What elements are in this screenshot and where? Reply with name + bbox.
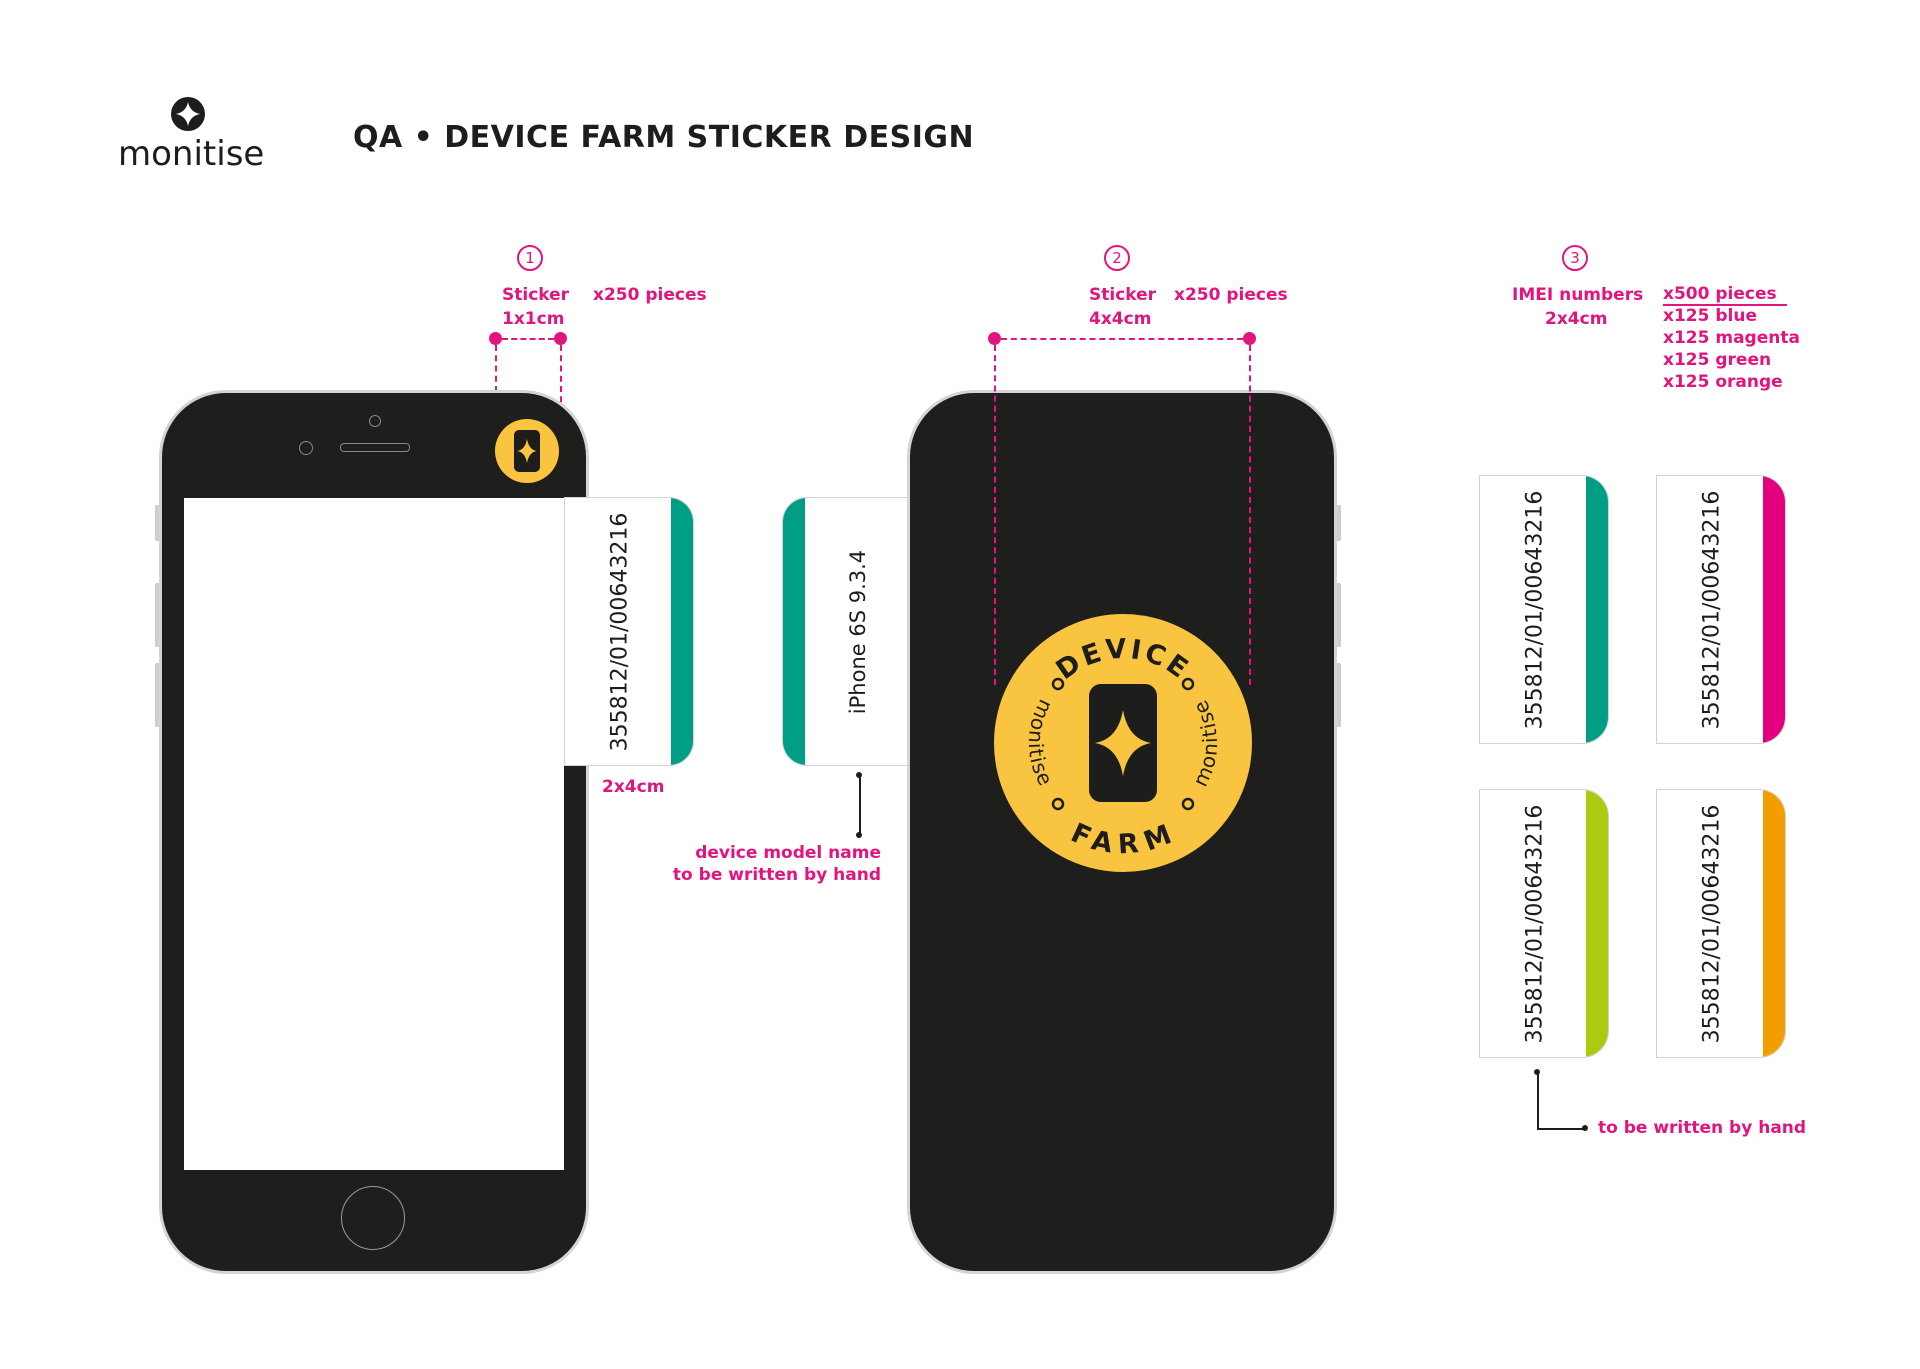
- dimension-dot: [1243, 332, 1256, 345]
- imei-sticker-orange: 355812/01/00643216: [1657, 790, 1785, 1057]
- dimension-dot: [489, 332, 502, 345]
- step-2-quantity: x250 pieces: [1174, 285, 1288, 305]
- tab-color-stripe: [1586, 790, 1608, 1057]
- star-icon: [1095, 710, 1151, 776]
- earpiece-speaker: [340, 443, 410, 452]
- device-farm-badge: DEVICE FARM monitise monitise: [994, 614, 1252, 872]
- model-note-leader: [859, 775, 861, 835]
- step-3-breakdown-blue: x125 blue: [1663, 306, 1757, 326]
- badge-graphic: DEVICE FARM monitise monitise: [994, 614, 1252, 872]
- imei-number: 355812/01/00643216: [1522, 804, 1548, 1043]
- dimension-guide: [495, 345, 497, 433]
- badge-dot: [1181, 797, 1195, 811]
- imei-number: 355812/01/00643216: [1699, 490, 1725, 729]
- brand-logo: monitise: [118, 96, 264, 176]
- step-3-breakdown-green: x125 green: [1663, 350, 1772, 370]
- badge-dot: [1051, 797, 1065, 811]
- step-2-number: 2: [1104, 245, 1130, 271]
- leader-endpoint: [1582, 1125, 1588, 1131]
- tab-color-stripe: [671, 498, 693, 765]
- dimension-line: [502, 338, 554, 340]
- model-tab: iPhone 6S 9.3.4: [783, 498, 913, 765]
- model-note-line1: device model name: [695, 843, 881, 863]
- imei-tab-front: 355812/01/00643216: [565, 498, 693, 765]
- phone-side-button: [155, 505, 161, 541]
- badge-dot: [1181, 677, 1195, 691]
- home-button: [341, 1186, 405, 1250]
- device-model: iPhone 6S 9.3.4: [846, 549, 870, 714]
- dimension-guide: [1249, 345, 1251, 685]
- proximity-sensor: [299, 441, 313, 455]
- step-3-size: 2x4cm: [1545, 309, 1608, 329]
- step-2-size: 4x4cm: [1089, 309, 1152, 329]
- tab-color-stripe: [1763, 790, 1785, 1057]
- tab-color-stripe: [1763, 476, 1785, 743]
- dimension-dot: [988, 332, 1001, 345]
- imei-note-leader: [1537, 1072, 1587, 1130]
- phone-side-button: [1335, 505, 1341, 541]
- step-1-number: 1: [517, 245, 543, 271]
- step-3-quantity: x500 pieces: [1663, 284, 1787, 306]
- brand-name: monitise: [118, 134, 265, 174]
- imei-sticker-green: 355812/01/00643216: [1480, 790, 1608, 1057]
- phone-side-button: [1335, 583, 1341, 647]
- dimension-guide: [994, 345, 996, 685]
- step-3-breakdown-magenta: x125 magenta: [1663, 328, 1800, 348]
- step-3-number: 3: [1562, 245, 1588, 271]
- device-logo-icon: [514, 430, 540, 472]
- front-camera: [369, 415, 381, 427]
- dimension-line: [1001, 338, 1243, 340]
- phone-side-button: [1335, 663, 1341, 727]
- tab-size-label: 2x4cm: [602, 777, 665, 797]
- leader-endpoint: [856, 832, 862, 838]
- imei-number: 355812/01/00643216: [607, 512, 633, 751]
- imei-note: to be written by hand: [1598, 1118, 1807, 1138]
- step-2-label: Sticker: [1089, 285, 1157, 305]
- phone-screen: [184, 498, 564, 1170]
- imei-number: 355812/01/00643216: [1522, 490, 1548, 729]
- dimension-dot: [554, 332, 567, 345]
- step-3-label: IMEI numbers: [1512, 285, 1644, 305]
- imei-sticker-magenta: 355812/01/00643216: [1657, 476, 1785, 743]
- small-sticker: [495, 419, 559, 483]
- phone-front: [162, 393, 586, 1271]
- page-title: QA • DEVICE FARM STICKER DESIGN: [353, 120, 975, 155]
- phone-side-button: [155, 663, 161, 727]
- imei-sticker-blue: 355812/01/00643216: [1480, 476, 1608, 743]
- leader-endpoint: [856, 772, 862, 778]
- badge-dot: [1051, 677, 1065, 691]
- tab-color-stripe: [783, 498, 805, 765]
- dimension-guide: [560, 345, 562, 433]
- step-3-breakdown-orange: x125 orange: [1663, 372, 1783, 392]
- step-1-size: 1x1cm: [502, 309, 565, 329]
- phone-side-button: [155, 583, 161, 647]
- monitise-star-icon: [171, 97, 205, 131]
- tab-color-stripe: [1586, 476, 1608, 743]
- leader-endpoint: [1534, 1069, 1540, 1075]
- step-1-label: Sticker: [502, 285, 570, 305]
- model-note-line2: to be written by hand: [672, 865, 881, 885]
- step-1-quantity: x250 pieces: [593, 285, 707, 305]
- imei-number: 355812/01/00643216: [1699, 804, 1725, 1043]
